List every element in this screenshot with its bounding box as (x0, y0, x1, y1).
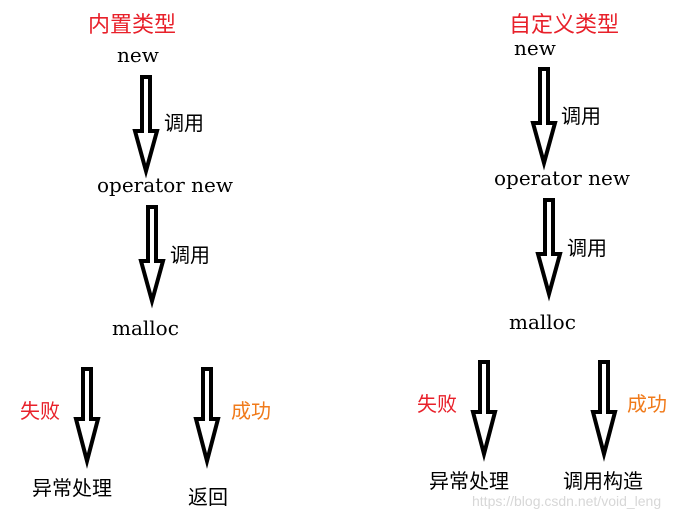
left-arrow-fail (73, 367, 101, 469)
right-step-malloc: malloc (509, 310, 576, 334)
right-arrow-fail (470, 360, 498, 462)
left-fail-label: 失败 (20, 399, 60, 423)
left-call-label-2: 调用 (170, 243, 210, 267)
right-diagram-title: 自定义类型 (509, 13, 620, 38)
left-success-label: 成功 (231, 399, 271, 423)
right-success-label: 成功 (627, 392, 667, 416)
right-step-operator-new: operator new (494, 166, 630, 190)
right-fail-label: 失败 (417, 392, 457, 416)
left-arrow-success (193, 367, 221, 469)
right-arrow-success (590, 360, 618, 462)
left-step-operator-new: operator new (97, 173, 233, 197)
left-success-result: 返回 (188, 485, 228, 509)
right-fail-result: 异常处理 (429, 469, 509, 493)
right-arrow-new-to-operator-new (530, 67, 558, 171)
right-step-new: new (514, 36, 556, 60)
left-call-label-1: 调用 (164, 111, 204, 135)
right-call-label-2: 调用 (567, 236, 607, 260)
left-step-malloc: malloc (112, 316, 179, 340)
watermark-text: https://blog.csdn.net/void_leng (472, 493, 662, 509)
left-step-new: new (117, 43, 159, 67)
right-success-result: 调用构造 (563, 469, 643, 493)
left-arrow-new-to-operator-new (132, 75, 160, 179)
left-diagram-title: 内置类型 (88, 13, 177, 38)
right-arrow-operator-new-to-malloc (535, 198, 563, 302)
left-arrow-operator-new-to-malloc (138, 205, 166, 309)
right-call-label-1: 调用 (561, 104, 601, 128)
left-fail-result: 异常处理 (32, 476, 112, 500)
